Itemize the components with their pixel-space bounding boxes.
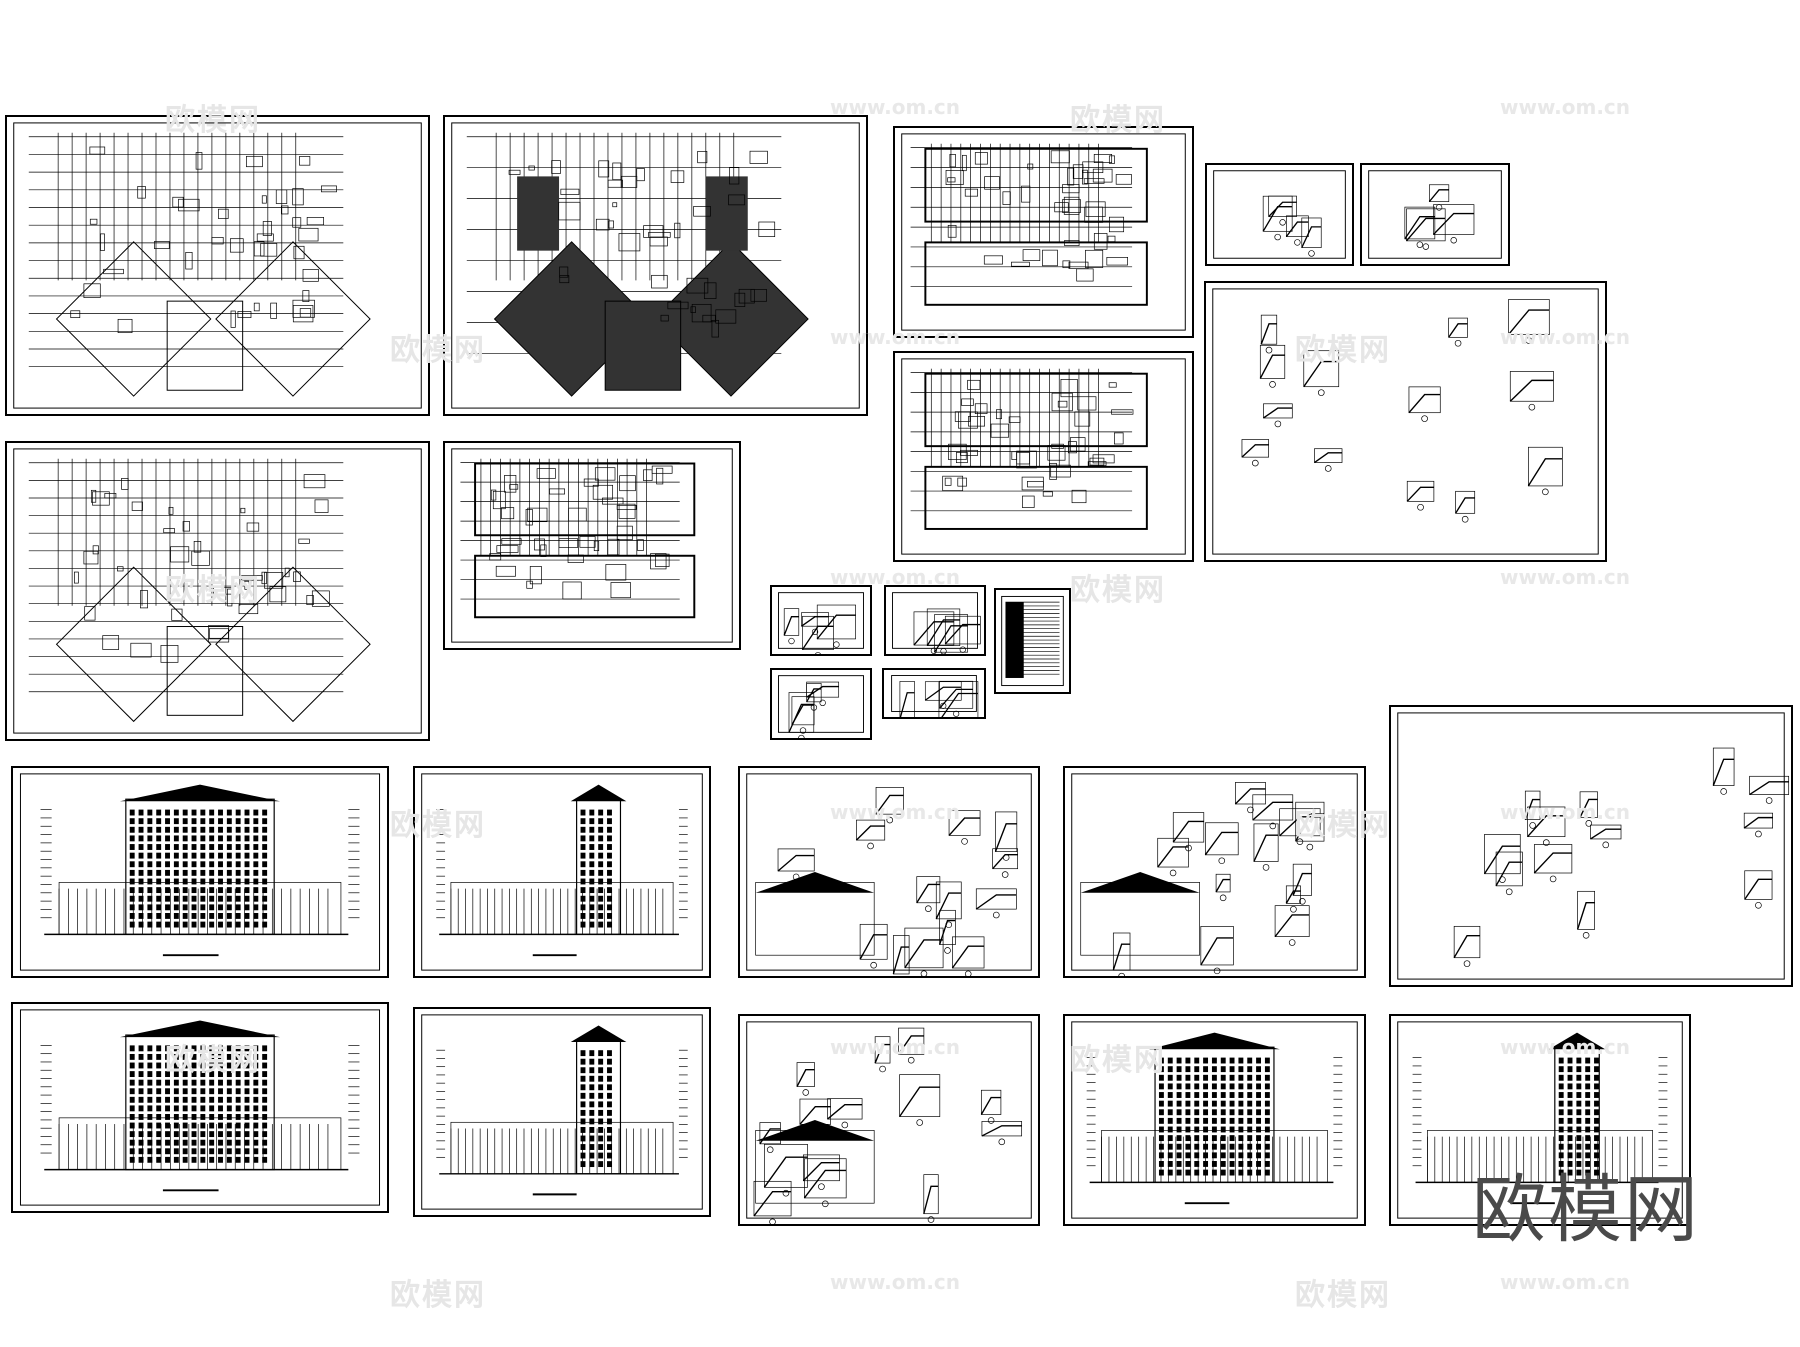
drawing-content [1368,170,1502,259]
drawing-sheet-24 [1389,1014,1691,1226]
drawing-sheet-20 [11,1002,389,1213]
drawing-content [451,448,733,643]
drawing-content [1071,1021,1358,1219]
drawing-content [901,133,1186,331]
watermark-url: www.om.cn [1500,565,1631,589]
drawing-sheet-18 [738,766,1040,978]
drawing-sheet-7 [1204,281,1607,562]
drawing-sheet-19 [1063,766,1366,978]
drawing-sheet-3 [893,126,1194,338]
brand-logo: 欧模网 [1472,1167,1700,1253]
drawing-content [901,358,1186,555]
drawing-sheet-9 [443,441,741,650]
drawing-sheet-1 [5,115,430,416]
drawing-content [1397,712,1790,980]
drawing-sheet-12 [994,588,1071,694]
drawing-content [892,592,981,654]
drawing-content [451,122,860,409]
drawing-sheet-2 [443,115,868,416]
drawing-sheet-23 [1063,1014,1366,1226]
drawing-content [1213,170,1346,259]
drawing-content [778,675,864,738]
drawing-content [891,675,979,717]
watermark-url: www.om.cn [1500,95,1631,119]
drawing-sheet-21 [413,1007,711,1217]
drawing-sheet-17 [413,766,711,978]
drawing-sheet-10 [770,585,872,656]
drawing-content [421,1014,703,1210]
drawing-content [746,773,1032,976]
watermark-text: 欧模网 [390,1278,486,1313]
drawing-content [19,1009,381,1206]
drawing-content [13,122,422,409]
drawing-sheet-15 [1389,705,1793,987]
watermark-text: 欧模网 [1070,573,1166,608]
drawing-content [19,773,381,971]
drawing-content [1397,1021,1683,1219]
drawing-content [421,773,703,971]
drawing-content [1212,288,1599,555]
drawing-content [13,448,422,734]
drawing-content [1001,595,1064,687]
drawing-sheet-5 [1360,163,1510,266]
drawing-content [1071,773,1358,976]
watermark-text: 欧模网 [1295,1278,1391,1313]
drawing-sheet-4 [1205,163,1354,266]
drawing-sheet-16 [11,766,389,978]
watermark-url: www.om.cn [1500,1270,1631,1294]
drawing-content [778,592,864,654]
drawing-content [746,1021,1032,1224]
watermark-url: www.om.cn [830,1270,961,1294]
drawing-sheet-6 [893,351,1194,562]
drawing-sheet-8 [5,441,430,741]
drawing-sheet-11 [884,585,986,656]
drawing-sheet-13 [770,668,872,740]
drawing-sheet-14 [882,668,986,719]
drawing-sheet-22 [738,1014,1040,1226]
